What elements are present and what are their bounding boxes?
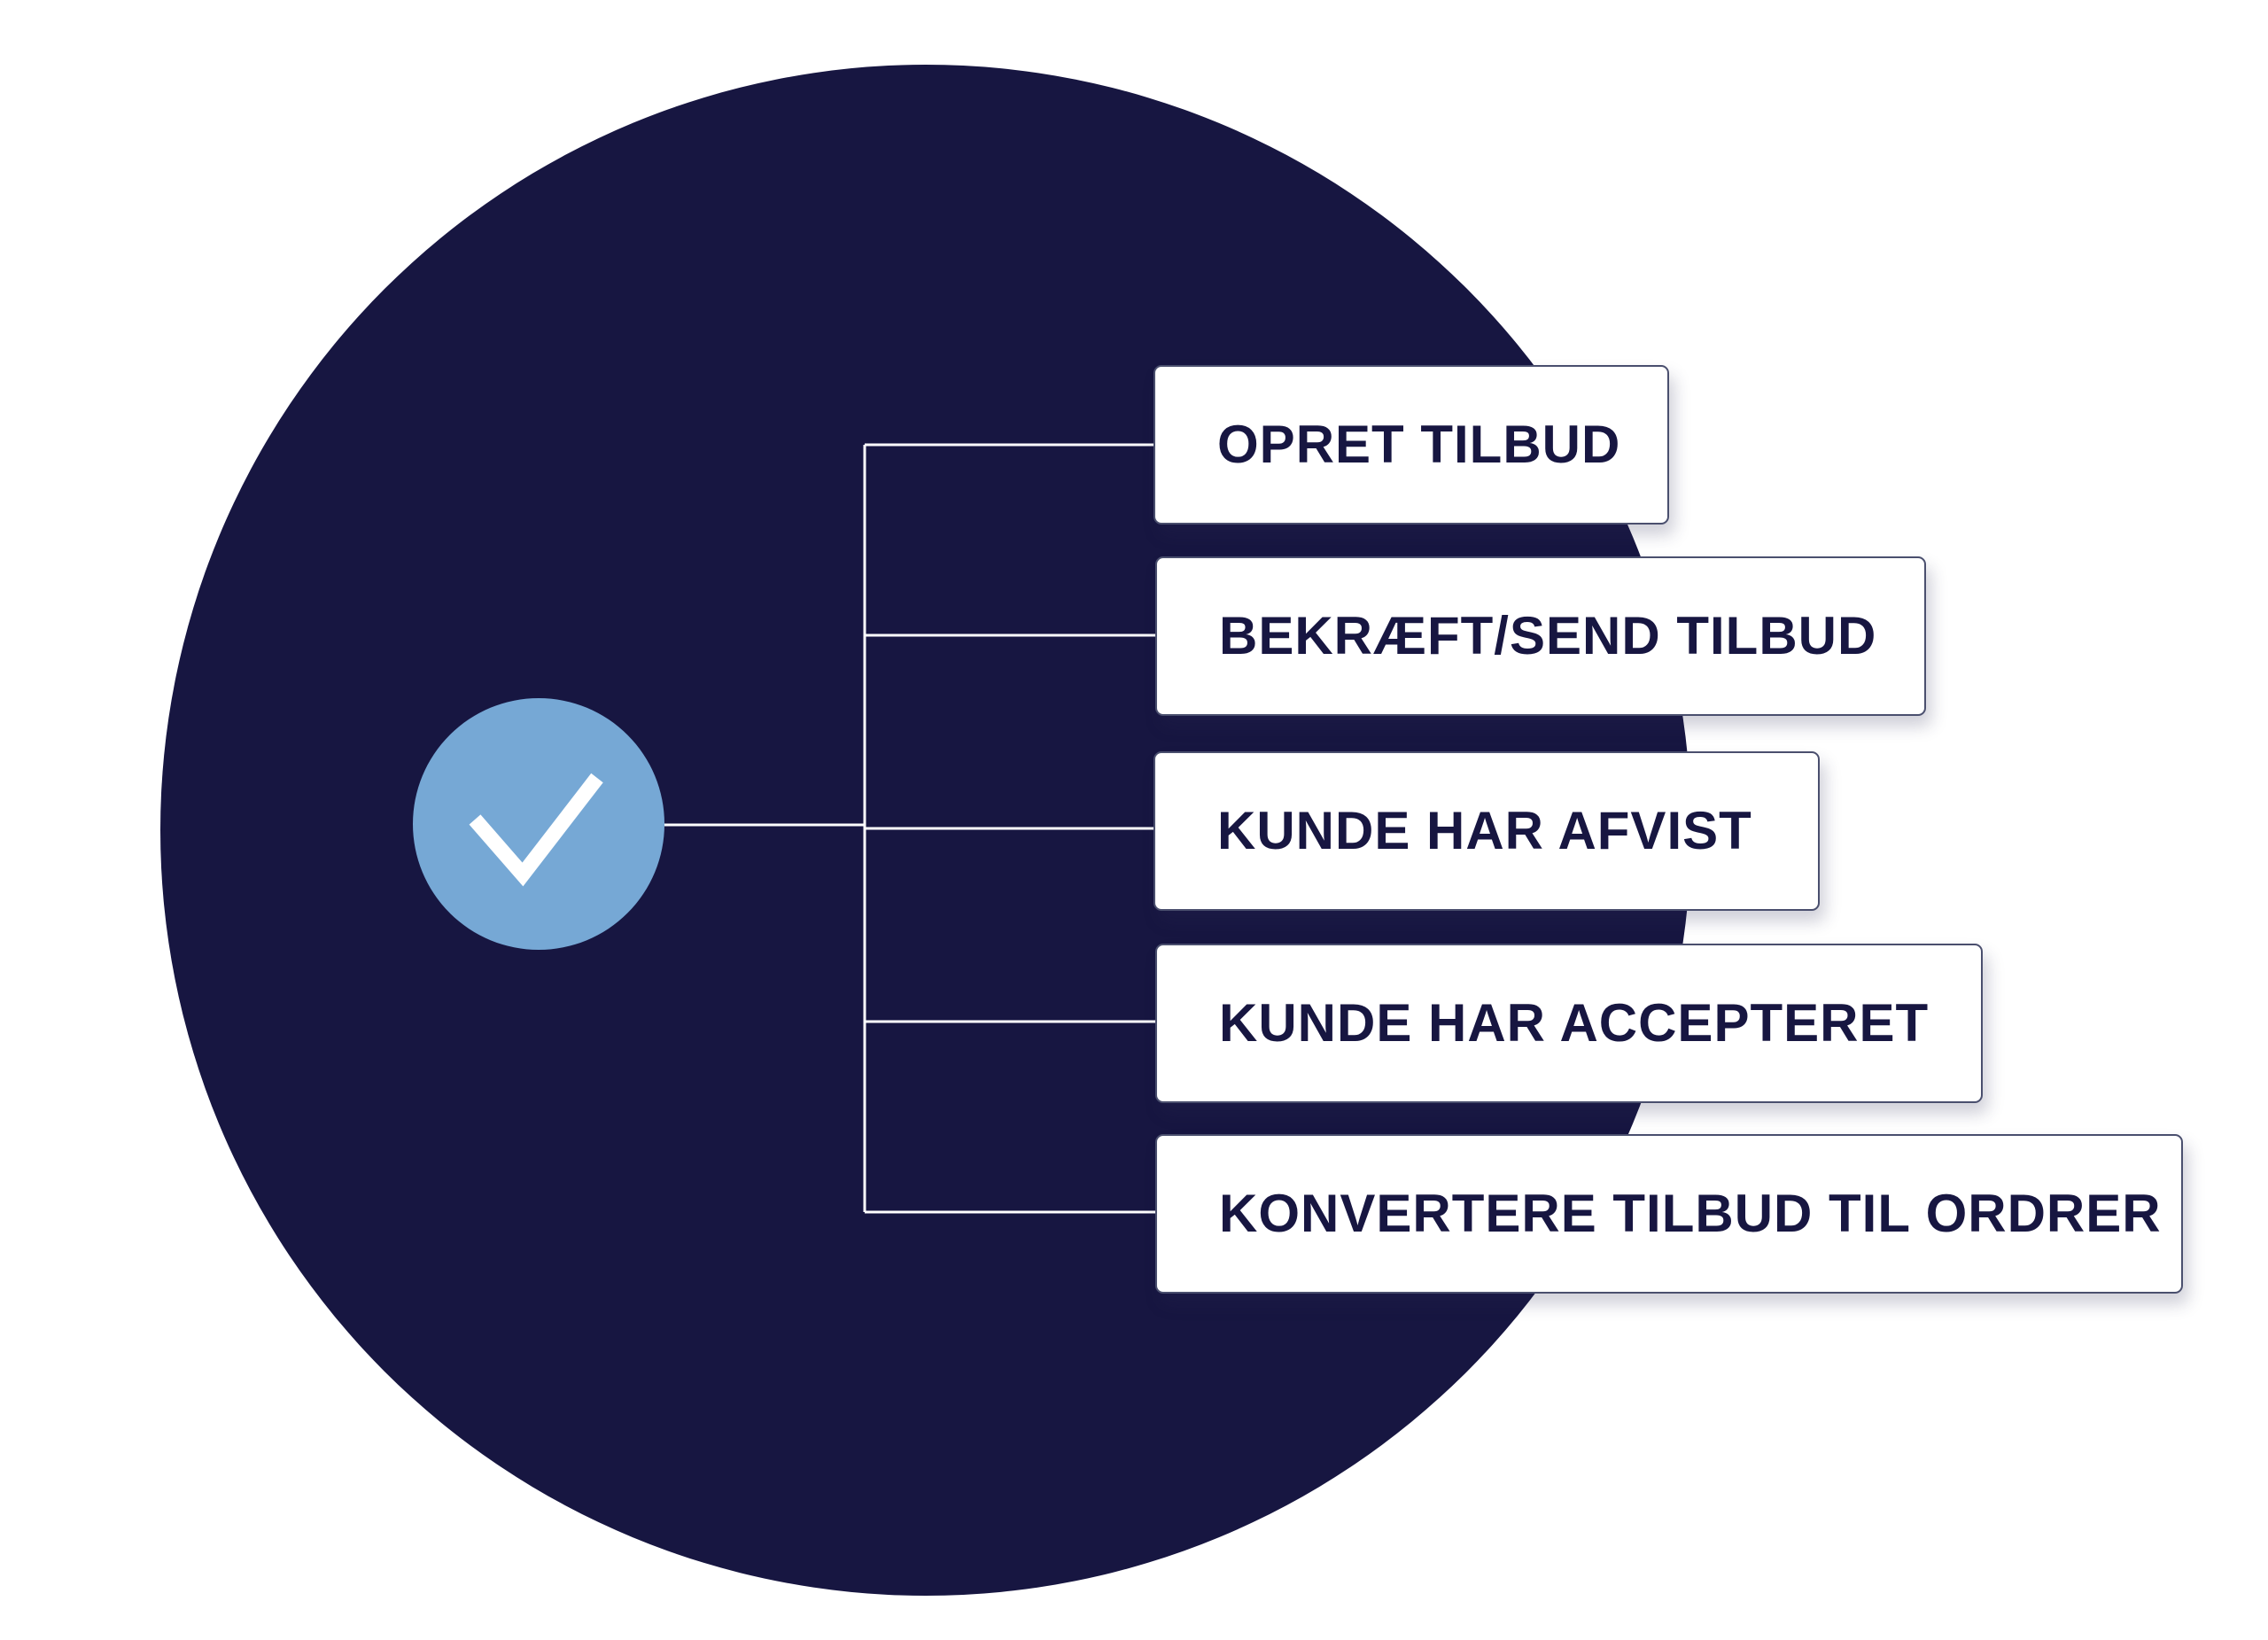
step-label: BEKRÆFT/SEND TILBUD [1219, 606, 1877, 665]
step-create-quote[interactable]: OPRET TILBUD [1153, 365, 1669, 525]
check-icon [469, 773, 603, 887]
status-badge [413, 698, 664, 950]
step-confirm-send-quote[interactable]: BEKRÆFT/SEND TILBUD [1155, 556, 1926, 716]
step-label: OPRET TILBUD [1217, 415, 1621, 474]
step-customer-rejected[interactable]: KUNDE HAR AFVIST [1153, 751, 1820, 911]
step-label: KUNDE HAR AFVIST [1217, 801, 1752, 860]
step-label: KONVERTERE TILBUD TIL ORDRER [1219, 1184, 2162, 1243]
step-convert-quote-to-order[interactable]: KONVERTERE TILBUD TIL ORDRER [1155, 1134, 2183, 1294]
step-customer-accepted[interactable]: KUNDE HAR ACCEPTERET [1155, 944, 1983, 1103]
step-label: KUNDE HAR ACCEPTERET [1219, 993, 1930, 1053]
